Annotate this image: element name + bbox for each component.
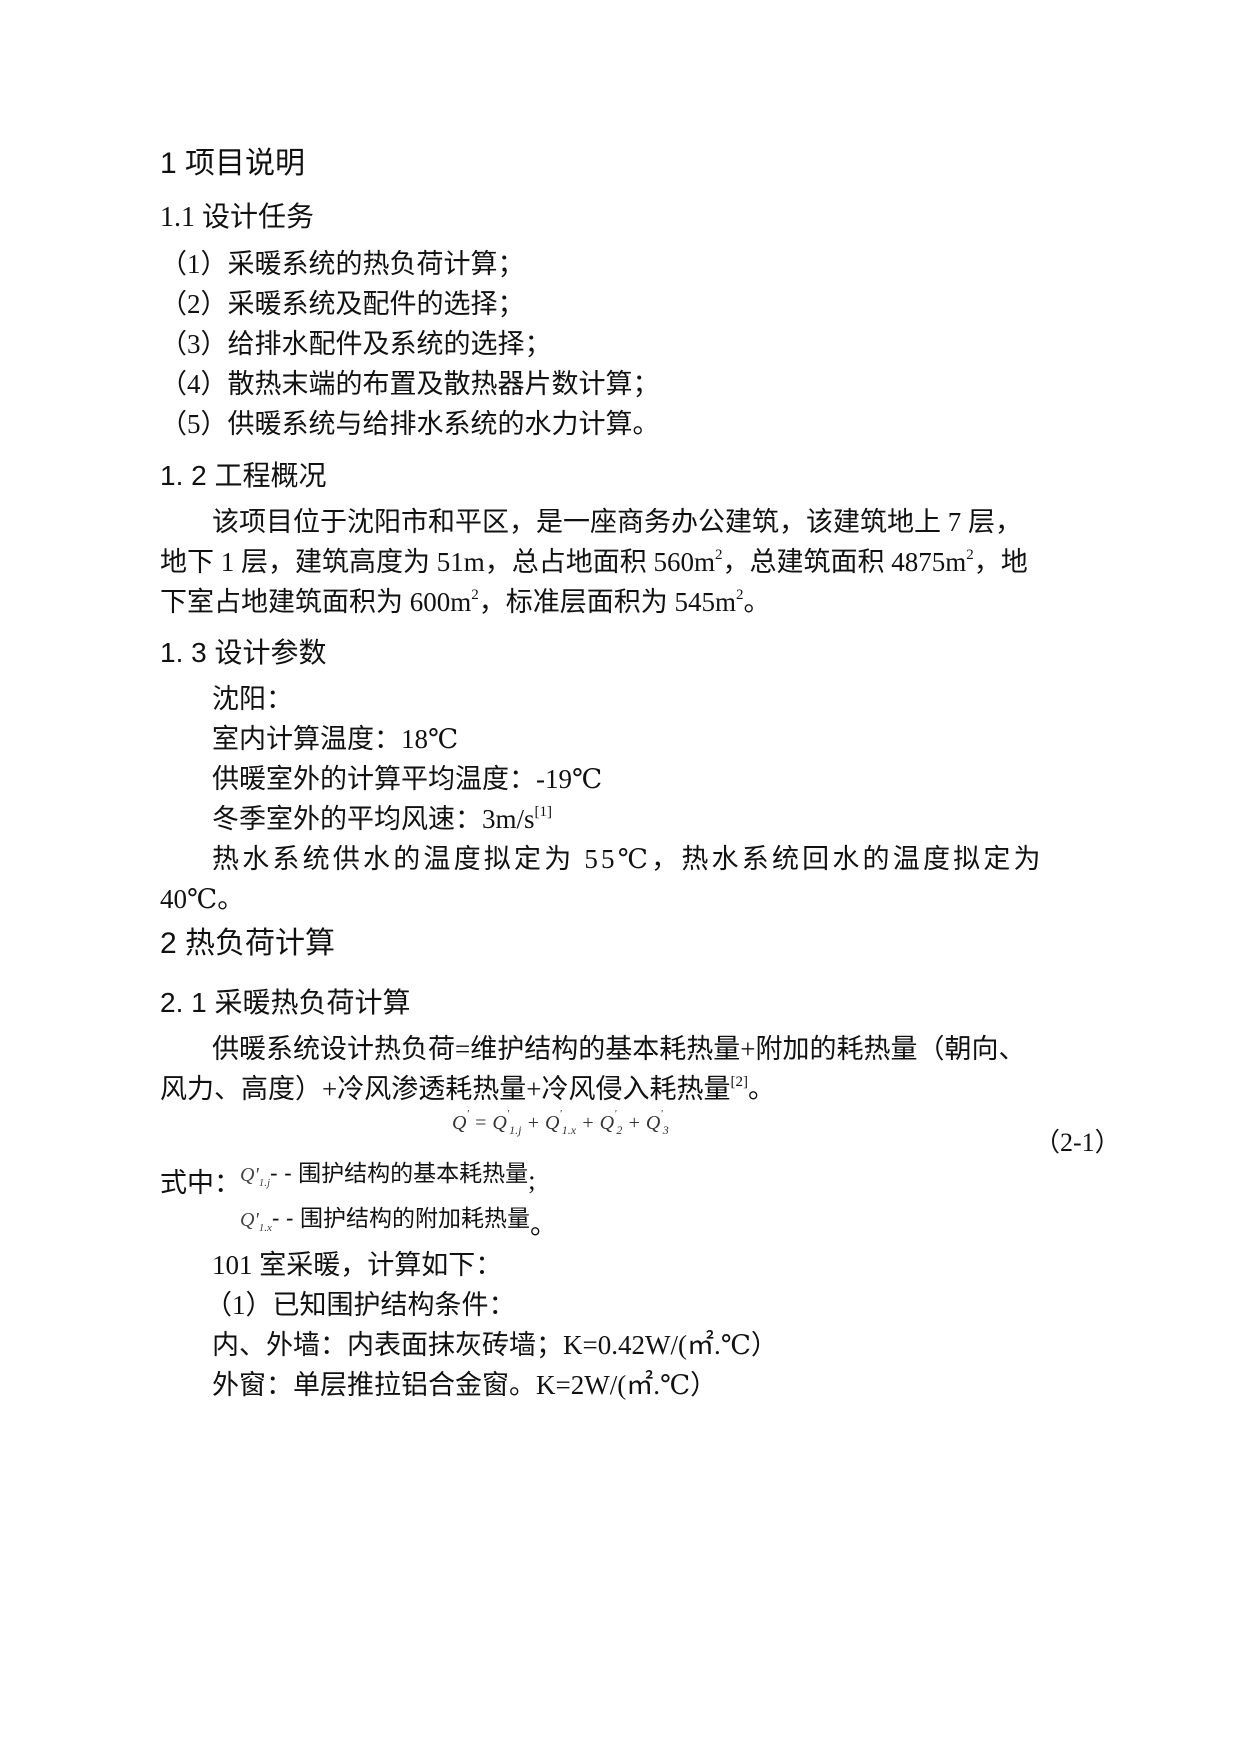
section-1-3-heading: 1. 3 设计参数 bbox=[160, 637, 327, 668]
formula-op: + bbox=[622, 1112, 646, 1134]
superscript: 2 bbox=[966, 547, 974, 563]
overview-text: ，地 bbox=[973, 547, 1028, 577]
overview-text: 下室占地建筑面积为 600m bbox=[160, 587, 472, 617]
formula-term: Q bbox=[544, 1112, 560, 1134]
definition-text: 围护结构的附加耗热量 bbox=[299, 1205, 530, 1231]
param-water-line-2: 40℃。 bbox=[160, 884, 245, 914]
citation-ref: [2] bbox=[730, 1074, 748, 1090]
formula-term: Q bbox=[492, 1112, 507, 1134]
definition-dash: - - bbox=[270, 1160, 299, 1186]
task-item-2: （2）采暖系统及配件的选择； bbox=[160, 289, 525, 319]
definition-dash: - - bbox=[271, 1205, 300, 1231]
formula-term: Q bbox=[599, 1112, 615, 1134]
wind-speed-text: 冬季室外的平均风速：3m/s bbox=[212, 804, 535, 834]
section-2-1-heading: 2. 1 采暖热负荷计算 bbox=[160, 987, 411, 1018]
equation-number: （2-1） bbox=[1034, 1128, 1121, 1157]
formula-prime: ' bbox=[506, 1108, 510, 1121]
task-item-1: （1）采暖系统的热负荷计算； bbox=[160, 249, 525, 279]
formula-prime: ' bbox=[614, 1108, 617, 1121]
definition-punct: ; bbox=[528, 1165, 536, 1195]
definition-symbol: Q'1.j bbox=[240, 1164, 271, 1189]
formula-prime: ' bbox=[466, 1108, 469, 1121]
overview-text: 地下 1 层，建筑高度为 51m，总占地面积 560m bbox=[160, 547, 716, 577]
param-water-line-1: 热水系统供水的温度拟定为 55℃，热水系统回水的温度拟定为 bbox=[212, 844, 1044, 874]
wall-condition: 内、外墙：内表面抹灰砖墙；K=0.42W/(㎡.℃） bbox=[212, 1330, 778, 1360]
section-1-heading: 1 项目说明 bbox=[160, 147, 306, 180]
superscript: 2 bbox=[471, 587, 479, 603]
definition-punct: 。 bbox=[529, 1210, 557, 1240]
known-conditions-heading: （1）已知围护结构条件： bbox=[205, 1290, 516, 1320]
overview-text: ，标准层面积为 545m bbox=[478, 587, 737, 617]
formula-2-1: Q' = Q'1.j + Q'1.x + Q'2 + Q'3 bbox=[452, 1109, 669, 1138]
formula-term: Q bbox=[452, 1112, 467, 1134]
overview-line-3: 下室占地建筑面积为 600m2，标准层面积为 545m2。 bbox=[160, 585, 771, 619]
task-item-4: （4）散热末端的布置及散热器片数计算； bbox=[160, 369, 660, 399]
formula-subscript: 1.x bbox=[561, 1123, 577, 1137]
superscript: 2 bbox=[736, 587, 744, 603]
load-para-text: 。 bbox=[747, 1074, 775, 1104]
param-city: 沈阳： bbox=[212, 684, 293, 714]
definition-text: 围护结构的基本耗热量 bbox=[298, 1160, 529, 1186]
param-outdoor-temp: 供暖室外的计算平均温度：-19℃ bbox=[212, 764, 603, 794]
param-indoor-temp: 室内计算温度：18℃ bbox=[212, 724, 459, 754]
overview-line-2: 地下 1 层，建筑高度为 51m，总占地面积 560m2，总建筑面积 4875m… bbox=[160, 545, 1028, 579]
formula-subscript: 2 bbox=[616, 1123, 623, 1137]
window-condition: 外窗：单层推拉铝合金窗。K=2W/(㎡.℃） bbox=[212, 1370, 718, 1400]
formula-term: Q bbox=[645, 1112, 661, 1134]
load-para-line-2: 风力、高度）+冷风渗透耗热量+冷风侵入耗热量[2]。 bbox=[160, 1072, 775, 1106]
formula-prime: ' bbox=[660, 1108, 663, 1121]
definition-1: Q'1.j- - 围护结构的基本耗热量; bbox=[240, 1155, 536, 1200]
param-wind-speed: 冬季室外的平均风速：3m/s[1] bbox=[212, 802, 552, 836]
formula-prime: ' bbox=[559, 1108, 562, 1121]
formula-subscript: 1.j bbox=[509, 1123, 522, 1137]
definition-2: Q'1.x- - 围护结构的附加耗热量。 bbox=[240, 1200, 557, 1245]
example-intro: 101 室采暖，计算如下： bbox=[212, 1250, 503, 1280]
load-para-line-1: 供暖系统设计热负荷=维护结构的基本耗热量+附加的耗热量（朝向、 bbox=[212, 1034, 1026, 1064]
section-1-2-heading: 1. 2 工程概况 bbox=[160, 460, 327, 491]
definition-symbol: Q'1.x bbox=[240, 1209, 272, 1234]
formula-subscript: 3 bbox=[662, 1123, 669, 1137]
task-item-5: （5）供暖系统与给排水系统的水力计算。 bbox=[160, 409, 660, 439]
formula-op: + bbox=[576, 1112, 600, 1134]
citation-ref: [1] bbox=[534, 804, 553, 820]
formula-op: = bbox=[468, 1112, 493, 1134]
overview-line-1: 该项目位于沈阳市和平区，是一座商务办公建筑，该建筑地上 7 层， bbox=[212, 507, 1022, 537]
section-1-1-heading: 1.1 设计任务 bbox=[160, 202, 315, 233]
superscript: 2 bbox=[715, 547, 723, 563]
load-para-text: 风力、高度）+冷风渗透耗热量+冷风侵入耗热量 bbox=[160, 1074, 731, 1104]
where-label: 式中： bbox=[160, 1168, 241, 1198]
section-2-heading: 2 热负荷计算 bbox=[160, 927, 336, 960]
task-item-3: （3）给排水配件及系统的选择； bbox=[160, 329, 552, 359]
overview-text: 。 bbox=[743, 587, 771, 617]
formula-op: + bbox=[521, 1112, 545, 1134]
overview-text: ，总建筑面积 4875m bbox=[722, 547, 967, 577]
